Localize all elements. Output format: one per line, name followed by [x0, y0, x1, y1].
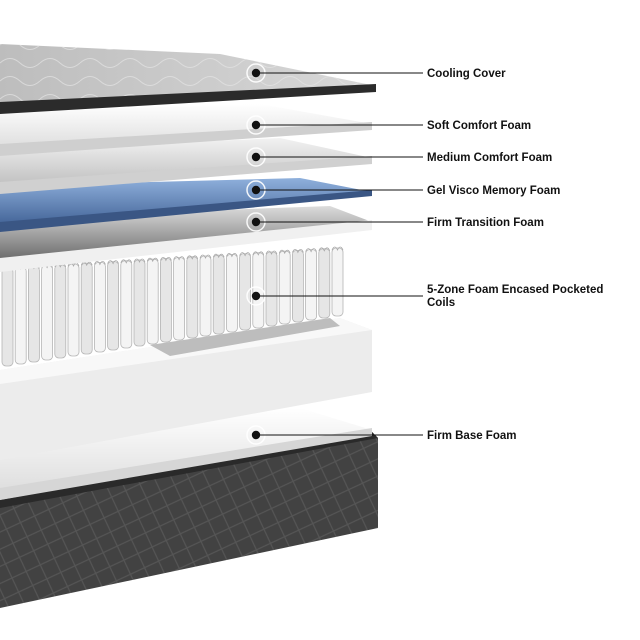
coil-pocket [80, 262, 93, 355]
coil-pocket [14, 266, 27, 365]
coil-top [226, 253, 238, 258]
label-gel-visco-memory-foam: Gel Visco Memory Foam [427, 185, 561, 197]
coil-top [239, 252, 251, 257]
coil-top [80, 261, 93, 267]
label-firm-transition-foam: Firm Transition Foam [427, 217, 544, 229]
coil-pocket [120, 260, 133, 349]
coil-pocket [265, 251, 278, 327]
coil-top [318, 247, 331, 252]
coil-pocket [199, 255, 212, 337]
coil-pocket [146, 258, 159, 345]
coil-top [331, 246, 344, 251]
coil-top [292, 249, 304, 254]
label-firm-base-foam: Firm Base Foam [427, 430, 517, 442]
coil-pocket [94, 261, 106, 353]
coil-pocket [239, 253, 252, 331]
coil-pocket [159, 257, 172, 343]
coil-top [252, 251, 265, 256]
coil-pocket [67, 263, 80, 357]
coil-pocket [27, 265, 40, 363]
coil-top [278, 249, 291, 255]
coil-top [212, 253, 225, 259]
coil-pocket [107, 261, 119, 351]
cooling-cover-graphic [0, 44, 376, 114]
coil-pocket [54, 264, 67, 359]
coil-top [199, 254, 212, 259]
coil-top [107, 260, 119, 265]
label-pocketed-coils: 5-Zone Foam Encased Pocketed Coils [427, 284, 604, 309]
coil-pocket [291, 249, 304, 323]
coil-top [133, 258, 146, 263]
coil-pocket [186, 256, 199, 339]
coil-pocket [278, 250, 291, 325]
coil-top [186, 255, 199, 260]
coil-pocket [1, 267, 14, 367]
coil-pocket [41, 265, 53, 361]
coil-pocket [173, 257, 186, 341]
coil-top [173, 256, 185, 261]
label-cooling-cover: Cooling Cover [427, 68, 506, 80]
coil-pocket [305, 249, 318, 321]
coil-top [265, 250, 278, 255]
coil-top [146, 257, 159, 263]
coil-pocket [331, 247, 344, 317]
firm-base-foam-graphic [0, 408, 372, 500]
coil-top [160, 257, 172, 262]
medium-comfort-foam-graphic [0, 138, 372, 194]
coil-top [120, 259, 133, 264]
coil-unit-graphic [0, 246, 372, 460]
coil-pocket [212, 254, 225, 335]
coil-top [94, 261, 106, 266]
coil-pocket [225, 253, 238, 333]
label-medium-comfort-foam: Medium Comfort Foam [427, 152, 553, 164]
coil-pocket [133, 259, 146, 347]
coil-pocket [318, 248, 331, 319]
label-soft-comfort-foam: Soft Comfort Foam [427, 120, 532, 132]
soft-comfort-foam-graphic [0, 104, 372, 156]
coil-top [305, 248, 317, 253]
